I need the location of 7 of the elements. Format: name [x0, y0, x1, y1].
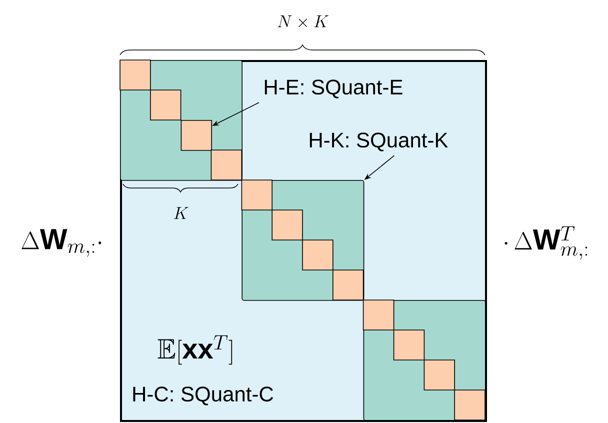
right-factor: $\cdot\, \Delta\mathbf{W}_{m,:}^{T}$ [504, 226, 588, 260]
left-factor: $\Delta\mathbf{W}_{m,:} \cdot$ [22, 229, 102, 257]
dimension-label: $K$ [174, 207, 188, 219]
diagonal-cell [180, 120, 212, 151]
dimension-label: $N \times K$ [278, 15, 329, 28]
annotation-text: H-E: SQuant-E [264, 80, 402, 98]
annotation-text: H-K: SQuant-K [310, 132, 448, 152]
